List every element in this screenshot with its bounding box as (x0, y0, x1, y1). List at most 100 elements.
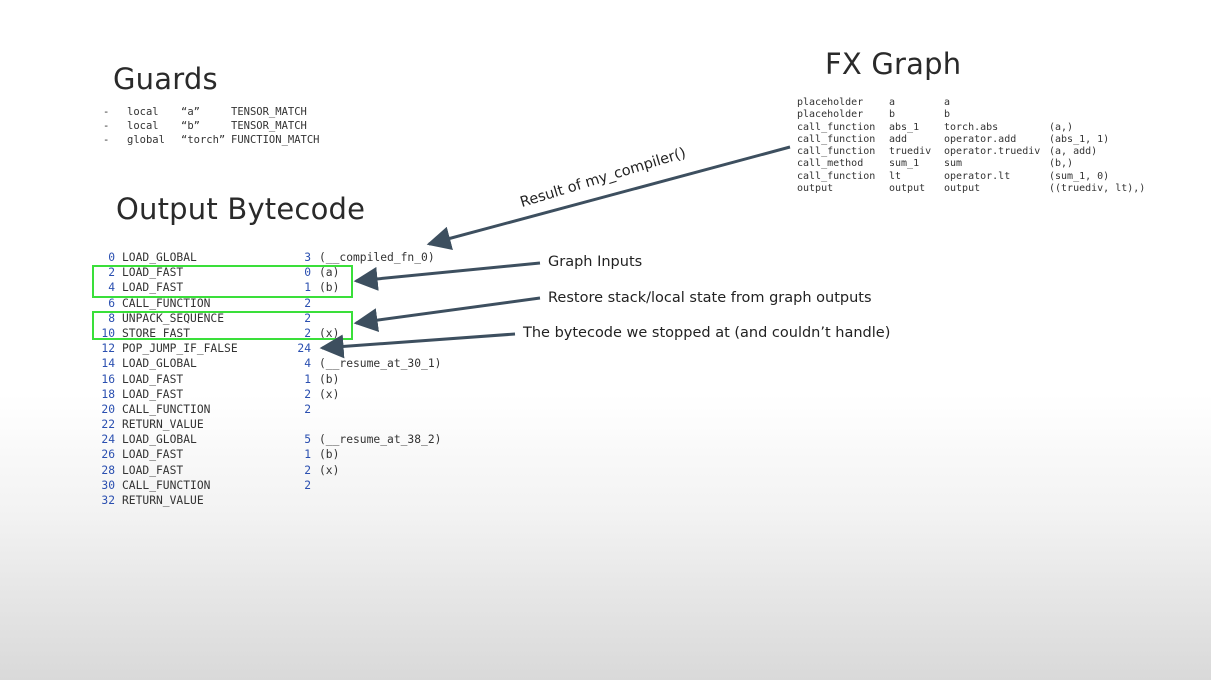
fx-node-name: abs_1 (889, 121, 920, 133)
bytecode-arg: 1 (304, 281, 311, 295)
bytecode-arg: 2 (304, 478, 311, 492)
fx-opcode: output (797, 183, 834, 195)
guard-scope: global (127, 134, 165, 146)
bytecode-offset: 30 (101, 478, 115, 492)
bytecode-arg: 2 (304, 326, 311, 340)
fx-args: (sum_1, 0) (1049, 170, 1110, 182)
fx-node-name: sum_1 (889, 158, 920, 170)
stopped-arrow (319, 332, 516, 359)
bytecode-arg: 24 (297, 342, 311, 356)
bytecode-offset: 8 (108, 311, 115, 325)
bytecode-argrepr: (b) (319, 281, 340, 295)
graph-inputs-label: Graph Inputs (548, 254, 643, 270)
bytecode-arg: 1 (304, 448, 311, 462)
fx-node-name: truediv (889, 146, 932, 158)
fx-opcode: placeholder (797, 97, 864, 108)
bytecode-offset: 28 (101, 463, 115, 477)
graph-inputs-arrow (353, 261, 541, 291)
guard-name: “torch” (181, 134, 226, 146)
bytecode-offset: 12 (101, 342, 115, 356)
bytecode-offset: 26 (101, 448, 115, 462)
bytecode-argrepr: (__resume_at_30_1) (319, 357, 442, 371)
bytecode-arg: 2 (304, 311, 311, 325)
fx-target: output (944, 183, 981, 195)
guard-bullet: - (103, 120, 110, 132)
bytecode-arg: 0 (304, 266, 311, 280)
bytecode-opname: STORE_FAST (122, 326, 191, 340)
bytecode-argrepr: (__compiled_fn_0) (319, 251, 435, 264)
fx-opcode: call_function (797, 133, 876, 145)
graph-inputs-highlight-box (92, 265, 353, 298)
fx-args: (b,) (1049, 158, 1074, 170)
guard-type: TENSOR_MATCH (231, 120, 307, 132)
bytecode-offset: 6 (108, 296, 115, 310)
bytecode-arg: 5 (304, 433, 311, 447)
guard-bullet: - (103, 134, 110, 146)
guard-scope: local (127, 120, 159, 132)
bytecode-offset: 24 (101, 433, 115, 447)
restore-state-label: Restore stack/local state from graph out… (548, 290, 872, 306)
guard-bullet: - (103, 106, 110, 118)
guard-type: FUNCTION_MATCH (231, 134, 320, 146)
bytecode-arg: 2 (304, 296, 311, 310)
fx-node-name: a (889, 97, 896, 108)
guard-name: “a” (181, 106, 200, 118)
bytecode-arg: 2 (304, 402, 311, 416)
output-bytecode-title: Output Bytecode (116, 192, 366, 226)
fx-args: ((truediv, lt),) (1049, 183, 1146, 195)
bytecode-opname: CALL_FUNCTION (122, 402, 211, 416)
restore-arrow (353, 296, 541, 332)
guard-scope: local (127, 106, 159, 118)
bytecode-opname: LOAD_GLOBAL (122, 357, 197, 371)
bytecode-arg: 1 (304, 372, 311, 386)
restore-state-highlight-box (92, 311, 353, 340)
fx-opcode: call_function (797, 170, 876, 182)
guard-name: “b” (181, 120, 200, 132)
bytecode-offset: 22 (101, 418, 115, 432)
fx-graph-title: FX Graph (825, 47, 962, 81)
bytecode-offset: 10 (101, 326, 115, 340)
fx-opcode: call_method (797, 158, 864, 170)
fx-opcode: call_function (797, 146, 876, 158)
bytecode-opname: LOAD_GLOBAL (122, 433, 197, 447)
bytecode-opname: RETURN_VALUE (122, 418, 204, 432)
fx-node-name: output (889, 183, 926, 195)
bytecode-opname: UNPACK_SEQUENCE (122, 311, 225, 325)
bytecode-argrepr: (b) (319, 372, 340, 386)
fx-target: b (944, 109, 951, 121)
fx-opcode: placeholder (797, 109, 864, 121)
bytecode-opname: RETURN_VALUE (122, 494, 204, 507)
bytecode-offset: 16 (101, 372, 115, 386)
bytecode-offset: 2 (108, 266, 115, 280)
fx-target: a (944, 97, 951, 108)
fx-target: sum (944, 158, 963, 170)
guard-type: TENSOR_MATCH (231, 106, 307, 118)
bytecode-opname: CALL_FUNCTION (122, 296, 211, 310)
bytecode-opname: LOAD_FAST (122, 448, 184, 462)
fx-target: operator.add (944, 133, 1017, 145)
bytecode-offset: 18 (101, 387, 115, 401)
bytecode-arg: 2 (304, 387, 311, 401)
bytecode-opname: POP_JUMP_IF_FALSE (122, 342, 238, 356)
bytecode-argrepr: (x) (319, 463, 340, 477)
fx-target: operator.lt (944, 170, 1011, 182)
bytecode-offset: 20 (101, 402, 115, 416)
bytecode-offset: 4 (108, 281, 115, 295)
fx-target: operator.truediv (944, 146, 1041, 158)
bytecode-opname: LOAD_FAST (122, 372, 184, 386)
stopped-bytecode-label: The bytecode we stopped at (and couldn’t… (523, 325, 891, 341)
fx-node-name: lt (889, 170, 902, 182)
bytecode-opname: CALL_FUNCTION (122, 478, 211, 492)
bytecode-argrepr: (b) (319, 448, 340, 462)
bytecode-opname: LOAD_GLOBAL (122, 251, 197, 264)
guards-title: Guards (113, 62, 218, 96)
bytecode-offset: 0 (108, 251, 115, 264)
bytecode-opname: LOAD_FAST (122, 463, 184, 477)
bytecode-opname: LOAD_FAST (122, 266, 184, 280)
bytecode-offset: 14 (101, 357, 115, 371)
fx-node-name: b (889, 109, 896, 121)
bytecode-offset: 32 (101, 494, 115, 507)
fx-node-name: add (889, 133, 908, 145)
bytecode-arg: 2 (304, 463, 311, 477)
